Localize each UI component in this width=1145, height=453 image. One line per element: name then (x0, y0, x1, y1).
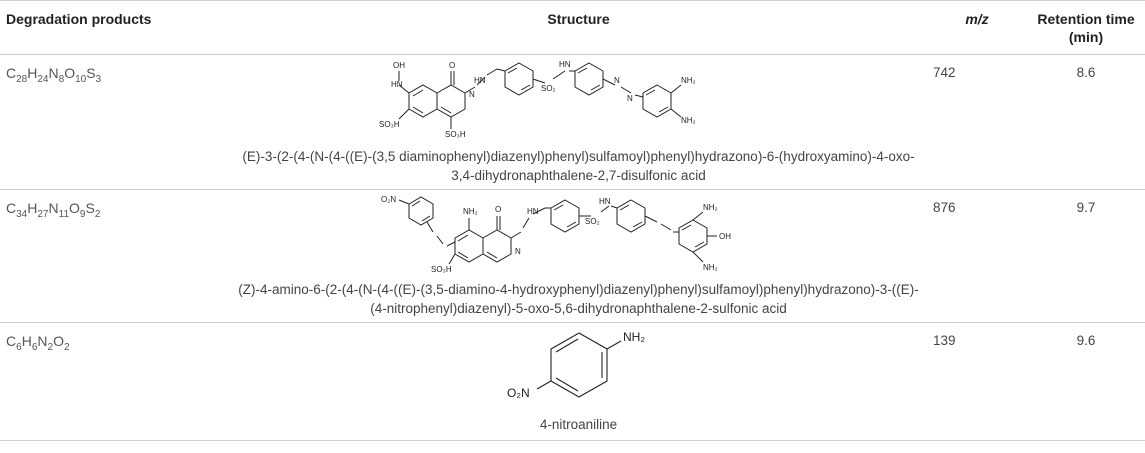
formula-subscript: 27 (37, 208, 49, 220)
struct-label: HN (391, 80, 403, 89)
formula-element: O (53, 333, 64, 349)
formula-subscript: 11 (58, 208, 70, 220)
struct-label: NH₂ (703, 263, 718, 272)
struct-label: O₂N (381, 195, 396, 204)
table-row: C34H27N11O9S2 (0, 189, 1145, 323)
formula-subscript: 8 (58, 73, 65, 85)
mz-cell: 139 (927, 322, 1027, 441)
formula-subscript: 9 (79, 208, 86, 220)
compound-name-line: (E)-3-(2-(4-(N-(4-((E)-(3,5 diaminopheny… (242, 149, 915, 164)
header-mz: m/z (927, 0, 1027, 55)
struct-label: O (449, 61, 455, 70)
table-row: C28H24N8O10S3 (0, 54, 1145, 190)
formula-subscript: 10 (75, 73, 87, 85)
formula-element: C (6, 333, 17, 349)
compound-name-line: 3,4-dihydronaphthalene-2,7-disulfonic ac… (451, 168, 706, 183)
header-row: Degradation products Structure m/z Reten… (0, 0, 1145, 55)
structure-diagram-1: OH HN O HN N SO₂ HN N N NH₂ NH₂ SO₃H SO₃… (379, 60, 696, 139)
structure-cell: NH₂ O₂N 4-nitroaniline (230, 322, 927, 441)
structure-cell: O₂N NH₂ O HN SO₂ HN NH₂ OH NH₂ SO₃H N (Z… (230, 189, 927, 323)
compound-name-line: (4-nitrophenyl)diazenyl)-5-oxo-5,6-dihyd… (370, 301, 787, 316)
struct-label: HN (474, 76, 486, 85)
struct-label: OH (719, 232, 731, 241)
struct-label: SO₃H (379, 120, 400, 129)
formula-element: N (48, 65, 59, 81)
struct-label: SO₃H (431, 265, 452, 274)
formula-subscript: 3 (95, 73, 102, 85)
formula-element: S (85, 200, 95, 216)
struct-label: SO₂ (585, 217, 600, 226)
formula-cell: C34H27N11O9S2 (0, 189, 230, 323)
formula-subscript: 6 (31, 341, 38, 353)
header-structure: Structure (230, 0, 927, 55)
struct-label: SO₂ (541, 84, 556, 93)
struct-label: HN (559, 60, 571, 69)
formula-element: O (69, 200, 80, 216)
struct-label: N (614, 76, 620, 85)
formula-cell: C28H24N8O10S3 (0, 54, 230, 190)
mz-cell: 876 (927, 189, 1027, 323)
struct-label: N (515, 247, 521, 256)
struct-label: N (627, 94, 633, 103)
retention-time-cell: 9.6 (1027, 322, 1145, 441)
struct-label: SO₃H (445, 130, 466, 139)
struct-label: N (469, 90, 475, 99)
struct-label: O₂N (507, 386, 530, 400)
formula-subscript: 2 (63, 341, 70, 353)
degradation-products-table: Degradation products Structure m/z Reten… (0, 0, 1145, 441)
formula-cell: C6H6N2O2 (0, 322, 230, 441)
struct-label: O (495, 205, 501, 214)
struct-label: NH₂ (703, 203, 718, 212)
struct-label: HN (599, 197, 611, 206)
formula-subscript: 28 (16, 73, 28, 85)
retention-time-cell: 8.6 (1027, 54, 1145, 190)
structure-diagram-2: O₂N NH₂ O HN SO₂ HN NH₂ OH NH₂ SO₃H N (381, 195, 731, 274)
formula-subscript: 34 (16, 208, 28, 220)
formula-subscript: 2 (94, 208, 101, 220)
formula-element: H (27, 200, 38, 216)
struct-label: OH (393, 61, 405, 70)
formula-subscript: 2 (47, 341, 54, 353)
formula-element: N (48, 200, 59, 216)
formula-element: H (21, 333, 32, 349)
structure-cell: OH HN O HN N SO₂ HN N N NH₂ NH₂ SO₃H SO₃… (230, 54, 927, 190)
struct-label: HN (527, 207, 539, 216)
mz-cell: 742 (927, 54, 1027, 190)
formula-element: O (64, 65, 76, 81)
formula-subscript: 6 (16, 341, 22, 353)
compound-name-line: (Z)-4-amino-6-(2-(4-(N-(4-((E)-(3,5-diam… (238, 282, 919, 297)
formula-element: H (27, 65, 38, 81)
compound-name-line: 4-nitroaniline (539, 417, 618, 432)
header-retention-time: Retention time (min) (1027, 0, 1145, 55)
table-row: C6H6N2O2 NH₂ O₂N 4-ni (0, 322, 1145, 441)
formula-element: S (86, 65, 96, 81)
formula-element: C (6, 65, 17, 81)
formula-element: N (37, 333, 48, 349)
struct-label: NH₂ (681, 116, 696, 125)
header-degradation-products: Degradation products (0, 0, 230, 55)
retention-time-cell: 9.7 (1027, 189, 1145, 323)
structure-diagram-3: NH₂ O₂N (507, 330, 645, 400)
formula-element: C (6, 200, 17, 216)
struct-label: NH₂ (681, 76, 696, 85)
struct-label: NH₂ (623, 330, 645, 344)
struct-label: NH₂ (463, 207, 478, 216)
formula-subscript: 24 (37, 73, 49, 85)
